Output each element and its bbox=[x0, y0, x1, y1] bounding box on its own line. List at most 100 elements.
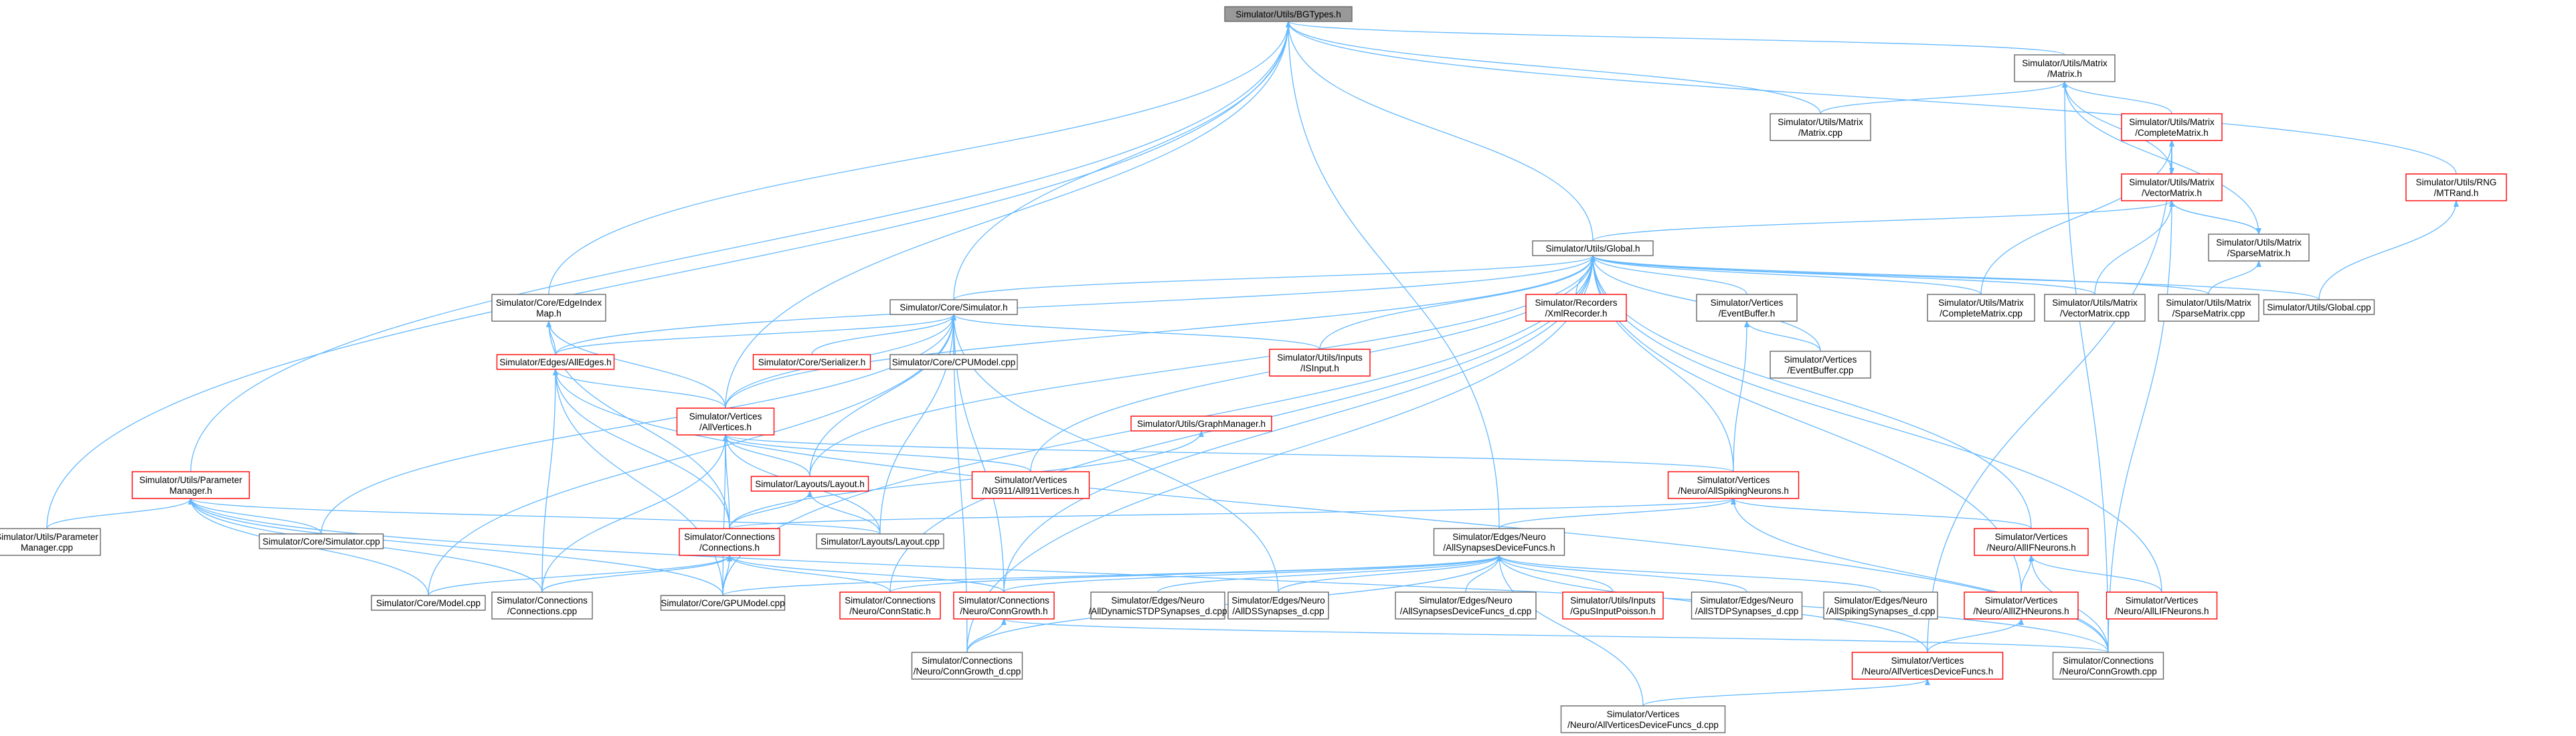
node-sparse_h[interactable]: Simulator/Utils/Matrix/SparseMatrix.h bbox=[2208, 234, 2310, 262]
node-layout_h[interactable]: Simulator/Layouts/Layout.h bbox=[750, 476, 869, 492]
node-box-matrix_h bbox=[2014, 54, 2116, 82]
node-ng911[interactable]: Simulator/Vertices/NG911/All911Vertices.… bbox=[971, 471, 1090, 499]
node-label-serializer-0: Simulator/Core/Serializer.h bbox=[758, 357, 866, 367]
node-mtrand[interactable]: Simulator/Utils/RNG/MTRand.h bbox=[2405, 173, 2507, 201]
node-label-sparse_cpp-1: /SparseMatrix.cpp bbox=[2172, 308, 2245, 318]
node-serializer[interactable]: Simulator/Core/Serializer.h bbox=[752, 354, 871, 370]
edge-alledges-to-global_h bbox=[555, 255, 1596, 355]
edge-complete_cpp-to-complete_h bbox=[1980, 140, 2174, 295]
edge-edgeindex-to-bgtypes bbox=[548, 21, 1291, 295]
node-box-cpumodel bbox=[889, 354, 1018, 370]
edge-serializer-to-simulator_h bbox=[811, 314, 956, 355]
node-gpusinput[interactable]: Simulator/Utils/Inputs/GpuSInputPoisson.… bbox=[1562, 591, 1664, 620]
node-label-vertdev_d-1: /Neuro/AllVerticesDeviceFuncs_d.cpp bbox=[1567, 720, 1719, 730]
edge-allspiksyn-to-syndev bbox=[1496, 555, 1881, 593]
node-label-alllif-1: /Neuro/AllLIFNeurons.h bbox=[2114, 606, 2209, 616]
node-xmlrec[interactable]: Simulator/Recorders/XmlRecorder.h bbox=[1525, 294, 1627, 322]
node-label-cpumodel-0: Simulator/Core/CPUModel.cpp bbox=[892, 357, 1016, 367]
node-box-vertdev_h bbox=[1851, 652, 2004, 680]
edge-layout_cpp-to-simulator_h bbox=[879, 314, 956, 535]
edge-dynstdp-to-syndev bbox=[1157, 555, 1502, 593]
node-label-connstatic-0: Simulator/Connections bbox=[845, 595, 936, 606]
node-conngrowth_cpp[interactable]: Simulator/Connections/Neuro/ConnGrowth.c… bbox=[2052, 652, 2164, 680]
node-sparse_cpp[interactable]: Simulator/Utils/Matrix/SparseMatrix.cpp bbox=[2158, 294, 2259, 322]
node-eventbuf_cpp[interactable]: Simulator/Vertices/EventBuffer.cpp bbox=[1770, 351, 1871, 379]
node-global_cpp[interactable]: Simulator/Utils/Global.cpp bbox=[2263, 299, 2375, 315]
node-label-layout_cpp-0: Simulator/Layouts/Layout.cpp bbox=[821, 537, 940, 547]
node-sim_cpp[interactable]: Simulator/Core/Simulator.cpp bbox=[258, 533, 384, 549]
node-label-gpusinput-0: Simulator/Utils/Inputs bbox=[1570, 595, 1656, 606]
node-label-syndev_d-0: Simulator/Edges/Neuro bbox=[1419, 595, 1513, 606]
node-conn_cpp[interactable]: Simulator/Connections/Connections.cpp bbox=[491, 591, 593, 620]
node-label-conngrowth_h-1: /Neuro/ConnGrowth.h bbox=[960, 606, 1047, 616]
node-complete_h[interactable]: Simulator/Utils/Matrix/CompleteMatrix.h bbox=[2121, 113, 2223, 141]
node-box-spiking bbox=[1667, 471, 1800, 499]
node-label-complete_h-0: Simulator/Utils/Matrix bbox=[2129, 117, 2215, 127]
edge-isinput-to-simulator_h bbox=[951, 314, 1320, 350]
node-label-ng911-1: /NG911/All911Vertices.h bbox=[982, 486, 1079, 496]
node-conngrowth_h[interactable]: Simulator/Connections/Neuro/ConnGrowth.h bbox=[953, 591, 1055, 620]
node-vertdev_h[interactable]: Simulator/Vertices/Neuro/AllVerticesDevi… bbox=[1851, 652, 2004, 680]
edge-eventbuf_cpp-to-eventbuf_h bbox=[1744, 320, 1821, 352]
edge-alledges-to-simulator_h bbox=[555, 314, 956, 355]
node-dynstdp[interactable]: Simulator/Edges/Neuro/AllDynamicSTDPSyna… bbox=[1088, 591, 1227, 620]
node-allif[interactable]: Simulator/Vertices/Neuro/AllIFNeurons.h bbox=[1974, 528, 2089, 556]
edge-vertdev_h-to-complete_h bbox=[1927, 140, 2174, 653]
node-vector_cpp[interactable]: Simulator/Utils/Matrix/VectorMatrix.cpp bbox=[2044, 294, 2146, 322]
edge-conn_cpp-to-allvertices bbox=[541, 434, 728, 593]
node-box-global_h bbox=[1532, 240, 1654, 256]
edge-vector_cpp-to-vector_h bbox=[2094, 200, 2174, 295]
node-vector_h[interactable]: Simulator/Utils/Matrix/VectorMatrix.h bbox=[2121, 173, 2223, 201]
node-label-param_h-0: Simulator/Utils/Parameter bbox=[139, 475, 242, 485]
node-simulator_h[interactable]: Simulator/Core/Simulator.h bbox=[889, 299, 1018, 315]
node-allzh[interactable]: Simulator/Vertices/Neuro/AllIZHNeurons.h bbox=[1964, 591, 2079, 620]
node-label-global_h-0: Simulator/Utils/Global.h bbox=[1545, 244, 1640, 254]
edge-gpusinput-to-syndev bbox=[1496, 555, 1614, 593]
node-connstatic[interactable]: Simulator/Connections/Neuro/ConnStatic.h bbox=[839, 591, 941, 620]
edge-connstatic-to-syndev bbox=[889, 555, 1502, 593]
node-global_h[interactable]: Simulator/Utils/Global.h bbox=[1532, 240, 1654, 256]
edge-matrix_cpp-to-matrix_h bbox=[1820, 81, 2067, 114]
node-cpumodel[interactable]: Simulator/Core/CPUModel.cpp bbox=[889, 354, 1018, 370]
node-matrix_h[interactable]: Simulator/Utils/Matrix/Matrix.h bbox=[2014, 54, 2116, 82]
node-label-param_h-1: Manager.h bbox=[169, 486, 212, 496]
node-box-param_cpp bbox=[0, 528, 101, 556]
node-label-matrix_h-1: /Matrix.h bbox=[2047, 69, 2082, 79]
node-bgtypes[interactable]: Simulator/Utils/BGTypes.h bbox=[1224, 6, 1353, 22]
node-isinput[interactable]: Simulator/Utils/Inputs/ISInput.h bbox=[1269, 349, 1371, 377]
node-matrix_cpp[interactable]: Simulator/Utils/Matrix/Matrix.cpp bbox=[1770, 113, 1871, 141]
node-box-xmlrec bbox=[1525, 294, 1627, 322]
node-graphmgr[interactable]: Simulator/Utils/GraphManager.h bbox=[1130, 416, 1272, 432]
edge-param_cpp-to-bgtypes bbox=[46, 21, 1291, 529]
node-alllif[interactable]: Simulator/Vertices/Neuro/AllLIFNeurons.h bbox=[2106, 591, 2218, 620]
node-box-sim_cpp bbox=[258, 533, 384, 549]
edge-conngrowth_h-to-connections_h bbox=[727, 555, 1005, 593]
node-allspiksyn[interactable]: Simulator/Edges/Neuro/AllSpikingSynapses… bbox=[1823, 591, 1938, 620]
node-vertdev_d[interactable]: Simulator/Vertices/Neuro/AllVerticesDevi… bbox=[1560, 705, 1726, 733]
node-syndev[interactable]: Simulator/Edges/Neuro/AllSynapsesDeviceF… bbox=[1433, 528, 1565, 556]
node-model_cpp[interactable]: Simulator/Core/Model.cpp bbox=[371, 595, 486, 611]
node-eventbuf_h[interactable]: Simulator/Vertices/EventBuffer.h bbox=[1696, 294, 1798, 322]
edge-connstatic-to-connections_h bbox=[727, 555, 891, 593]
node-conngrowth_d[interactable]: Simulator/Connections/Neuro/ConnGrowth_d… bbox=[911, 652, 1023, 680]
node-gpumodel[interactable]: Simulator/Core/GPUModel.cpp bbox=[660, 595, 786, 611]
edge-param_cpp-to-param_h bbox=[46, 498, 193, 529]
node-allstdp[interactable]: Simulator/Edges/Neuro/AllSTDPSynapses_d.… bbox=[1691, 591, 1803, 620]
edge-allif-to-spiking bbox=[1731, 498, 2032, 529]
node-syndev_d[interactable]: Simulator/Edges/Neuro/AllSynapsesDeviceF… bbox=[1395, 591, 1537, 620]
node-allvertices[interactable]: Simulator/Vertices/AllVertices.h bbox=[676, 407, 775, 436]
node-spiking[interactable]: Simulator/Vertices/Neuro/AllSpikingNeuro… bbox=[1667, 471, 1800, 499]
node-complete_cpp[interactable]: Simulator/Utils/Matrix/CompleteMatrix.cp… bbox=[1927, 294, 2035, 322]
node-allds[interactable]: Simulator/Edges/Neuro/AllDSSynapses_d.cp… bbox=[1227, 591, 1329, 620]
edge-sim_cpp-to-param_h bbox=[188, 498, 322, 535]
edge-conngrowth_d-to-conngrowth_h bbox=[966, 618, 1007, 653]
node-layout_cpp[interactable]: Simulator/Layouts/Layout.cpp bbox=[816, 533, 944, 549]
node-label-allvertices-0: Simulator/Vertices bbox=[689, 411, 762, 422]
node-label-complete_cpp-0: Simulator/Utils/Matrix bbox=[1938, 298, 2024, 308]
node-connections_h[interactable]: Simulator/Connections/Connections.h bbox=[679, 528, 780, 556]
node-alledges[interactable]: Simulator/Edges/AllEdges.h bbox=[496, 354, 615, 370]
edge-syndev-to-spiking bbox=[1498, 498, 1736, 529]
